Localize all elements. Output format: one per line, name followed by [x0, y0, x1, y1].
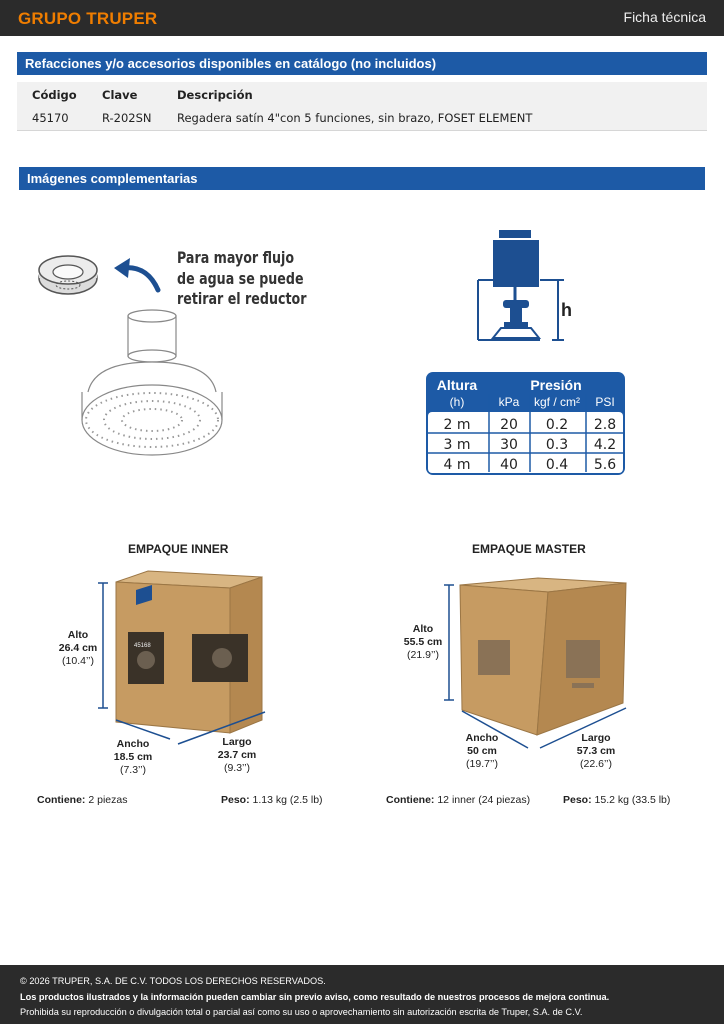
master-largo-line [539, 707, 627, 749]
images-section-title: Imágenes complementarias [19, 167, 705, 190]
cell-kgf-1: 0.2 [546, 417, 568, 433]
cell-psi-3: 5.6 [594, 457, 616, 473]
master-ancho-label: Ancho 50 cm (19.7’’) [465, 732, 499, 770]
master-weight: Peso: 15.2 kg (33.5 lb) [563, 794, 671, 806]
cell-kgf-3: 0.4 [546, 457, 568, 473]
pressure-table: Altura (h) Presión kPa kgf / cm² PSI 2 m… [426, 372, 625, 475]
footer-notice: Los productos ilustrados y la informació… [20, 991, 610, 1002]
height-pressure-diagram [477, 230, 564, 341]
column-header-code: Código [32, 88, 77, 102]
note-line-1: Para mayor flujo [177, 248, 295, 267]
column-header-key: Clave [102, 88, 138, 102]
col-altura-sub: (h) [450, 395, 465, 409]
package-illustrations: 45168 [98, 570, 627, 749]
top-bar: GRUPO TRUPER Ficha técnica [0, 0, 724, 36]
parts-section-title: Refacciones y/o accesorios disponibles e… [17, 52, 707, 75]
footer: © 2026 TRUPER, S.A. DE C.V. TODOS LOS DE… [0, 965, 724, 1024]
showerhead-illustration [38, 230, 564, 456]
inner-largo-line [177, 711, 266, 745]
brand-logo: GRUPO TRUPER [18, 9, 158, 28]
inner-box-code: 45168 [134, 643, 151, 649]
inner-alto-label: Alto 26.4 cm (10.4’’) [58, 629, 98, 667]
cell-psi-1: 2.8 [594, 417, 616, 433]
inner-ancho-label: Ancho 18.5 cm (7.3’’) [113, 738, 153, 776]
note-line-3: retirar el reductor [177, 289, 307, 308]
unit-kpa: kPa [499, 395, 520, 409]
cell-kpa-3: 40 [500, 457, 518, 473]
inner-largo-label: Largo 23.7 cm (9.3’’) [217, 736, 257, 774]
cell-key: R-202SN [102, 111, 152, 125]
cell-kgf-2: 0.3 [546, 437, 568, 453]
col-presion: Presión [530, 377, 581, 393]
master-package-title: EMPAQUE MASTER [472, 542, 586, 556]
reducer-note: Para mayor flujo de agua se puede retira… [177, 248, 306, 310]
cell-h-1: 2 m [444, 417, 471, 433]
cell-kpa-1: 20 [500, 417, 518, 433]
master-box-icon [459, 577, 627, 736]
footer-copyright: © 2026 TRUPER, S.A. DE C.V. TODOS LOS DE… [20, 976, 326, 986]
unit-kgf: kgf / cm² [534, 395, 580, 409]
reducer-icon [38, 255, 98, 295]
footer-prohibition: Prohibida su reproducción o divulgación … [20, 1007, 583, 1017]
col-altura: Altura [437, 377, 478, 393]
inner-weight: Peso: 1.13 kg (2.5 lb) [221, 794, 323, 806]
inner-ancho-line [115, 719, 171, 740]
cell-psi-2: 4.2 [594, 437, 616, 453]
master-ancho-line [461, 710, 529, 749]
cell-kpa-2: 30 [500, 437, 518, 453]
inner-contains: Contiene: 2 piezas [37, 794, 128, 806]
inner-box-icon: 45168 [115, 570, 263, 734]
column-header-description: Descripción [177, 88, 253, 102]
cell-description: Regadera satín 4"con 5 funciones, sin br… [177, 111, 533, 125]
master-contains: Contiene: 12 inner (24 piezas) [386, 794, 531, 806]
unit-psi: PSI [595, 395, 614, 409]
height-label: h [561, 300, 572, 320]
parts-table: Código Clave Descripción 45170 R-202SN R… [17, 82, 707, 131]
master-alto-label: Alto 55.5 cm (21.9’’) [403, 623, 443, 661]
page-title: Ficha técnica [623, 9, 706, 25]
master-largo-label: Largo 57.3 cm (22.6’’) [576, 732, 616, 770]
showerhead-icon [81, 309, 223, 456]
note-line-2: de agua se puede [177, 268, 304, 288]
cell-code: 45170 [32, 111, 69, 125]
cell-h-2: 3 m [444, 437, 471, 453]
cell-h-3: 4 m [444, 457, 471, 473]
inner-package-title: EMPAQUE INNER [128, 542, 229, 556]
